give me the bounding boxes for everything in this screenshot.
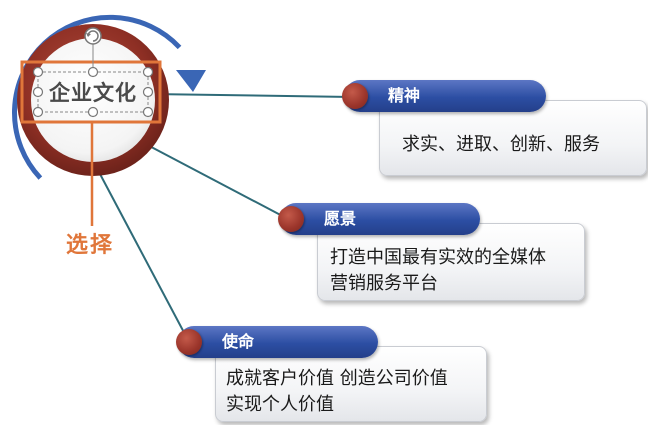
center-label[interactable]: 企业文化 <box>49 81 137 105</box>
branch-text-line: 求实、进取、创新、服务 <box>402 134 600 155</box>
branch-title: 精神 <box>388 86 421 105</box>
resize-handle-icon[interactable] <box>32 86 44 98</box>
arrowhead-icon <box>176 70 206 92</box>
branch-text-line: 打造中国最有实效的全媒体 <box>330 247 546 268</box>
branch-pill-spirit: 精神 <box>344 80 546 112</box>
resize-handle-icon[interactable] <box>87 66 99 78</box>
resize-handle-icon[interactable] <box>32 106 44 118</box>
connector-line-spirit <box>149 93 353 98</box>
branch-title: 愿景 <box>324 209 357 228</box>
branch-title: 使命 <box>222 332 255 351</box>
connector-line-vision <box>137 139 291 221</box>
branch-card-spirit: 求实、进取、创新、服务 <box>379 100 647 176</box>
branch-dot-icon <box>176 329 202 355</box>
branch-pill-vision: 愿景 <box>280 203 480 235</box>
resize-handle-icon[interactable] <box>87 106 99 118</box>
branch-text-line: 营销服务平台 <box>330 273 438 294</box>
resize-handle-icon[interactable] <box>142 86 154 98</box>
branch-dot-icon <box>278 206 304 232</box>
connector-line-mission <box>99 173 189 341</box>
resize-handle-icon[interactable] <box>142 106 154 118</box>
ring-inner <box>31 38 155 162</box>
branch-card-mission: 成就客户价值 创造公司价值 实现个人价值 <box>215 346 487 422</box>
resize-handle-icon[interactable] <box>32 66 44 78</box>
branch-text-line: 实现个人价值 <box>226 394 334 415</box>
rotate-handle-icon[interactable] <box>84 27 102 45</box>
branch-text-line: 成就客户价值 创造公司价值 <box>226 368 448 389</box>
branch-dot-icon <box>342 83 368 109</box>
resize-handle-icon[interactable] <box>142 66 154 78</box>
branch-pill-mission: 使命 <box>178 326 378 358</box>
branch-card-vision: 打造中国最有实效的全媒体 营销服务平台 <box>317 223 585 301</box>
select-annotation: 选择 <box>65 233 114 258</box>
